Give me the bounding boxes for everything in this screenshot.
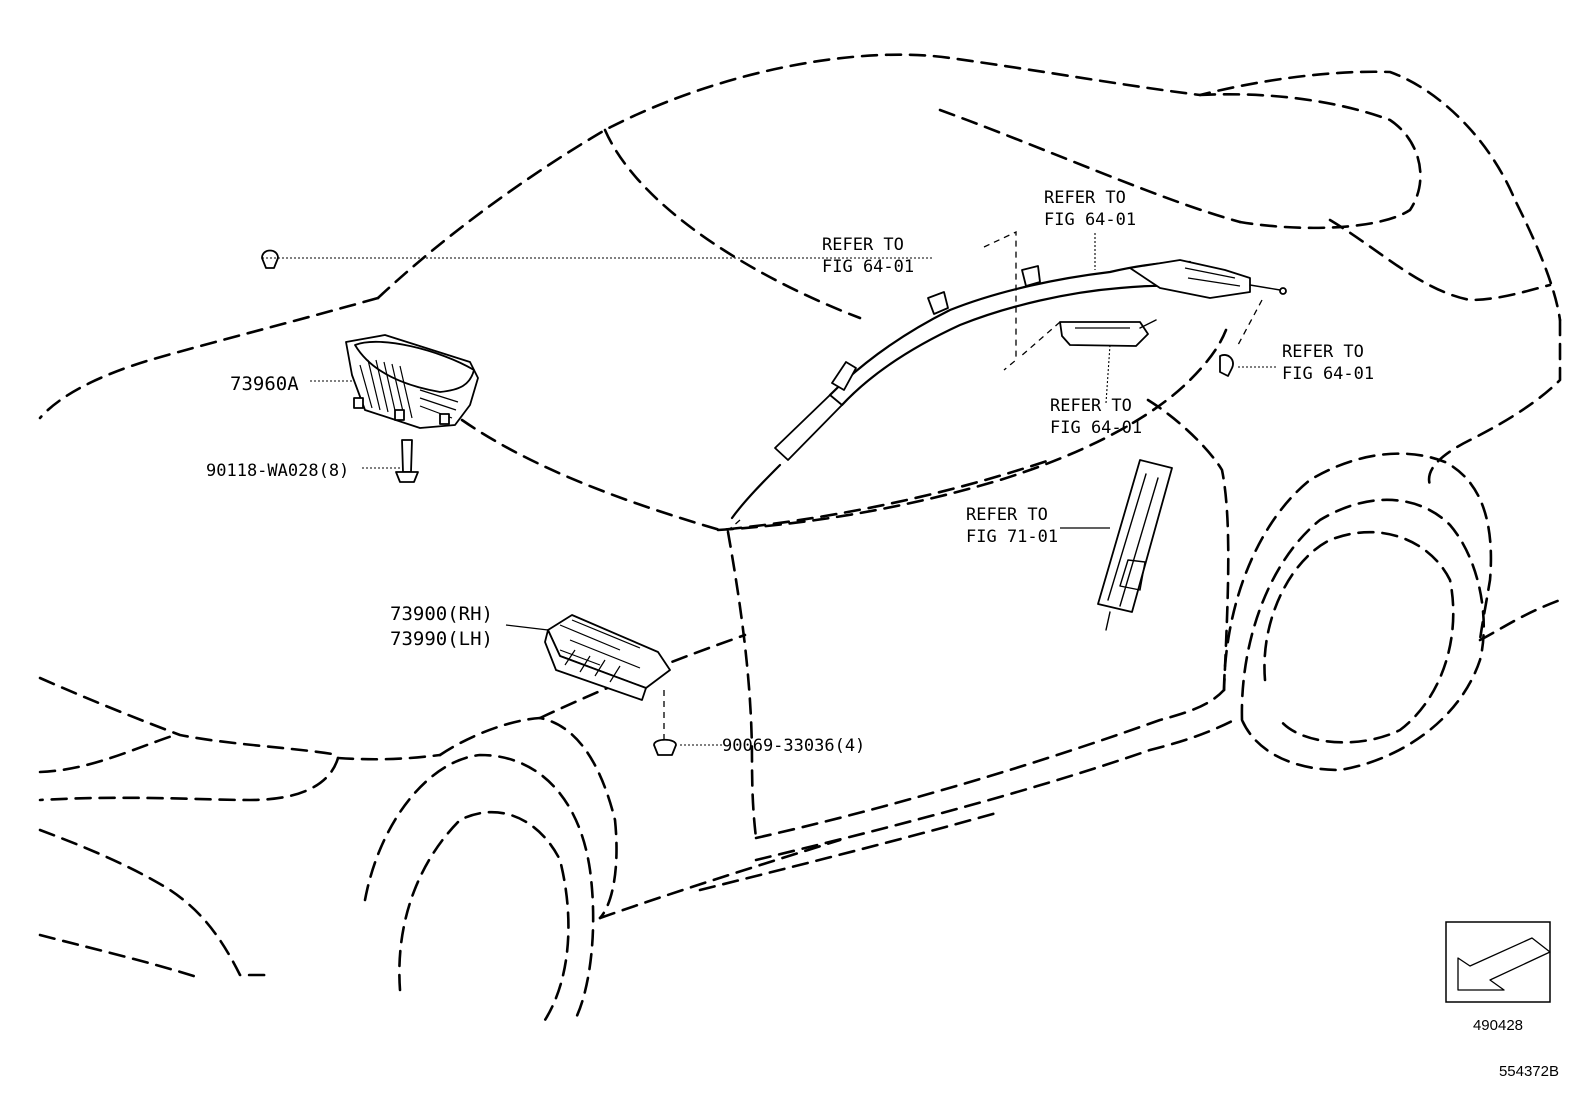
screw-part — [395, 439, 419, 483]
leader-lines — [262, 233, 1278, 746]
ref-right-line2: FIG 64-01 — [1282, 364, 1374, 384]
curtain-airbag — [730, 259, 1287, 520]
ref-seat-line2: FIG 71-01 — [966, 527, 1058, 547]
callout-knee-airbag-lh: 73990(LH) — [390, 628, 493, 650]
ref-mid-line2: FIG 64-01 — [1050, 418, 1142, 438]
figure-code: 554372B — [1499, 1063, 1559, 1080]
ref-clip-left-line1: REFER TO — [822, 235, 904, 255]
clip-left — [261, 249, 279, 269]
passenger-airbag-assembly — [345, 334, 479, 429]
callout-knee-airbag-rh: 73900(RH) — [390, 603, 493, 625]
ref-top-line2: FIG 64-01 — [1044, 210, 1136, 230]
callout-73960a: 73960A — [230, 373, 299, 395]
ref-clip-left-line2: FIG 64-01 — [822, 257, 914, 277]
clip-right — [1219, 354, 1234, 377]
car-body-outline — [38, 53, 1562, 1022]
inset-code: 490428 — [1473, 1017, 1523, 1034]
callout-labels: 73960A 90118-WA028(8) 73900(RH) 73990(LH… — [206, 188, 1374, 756]
view-direction-inset: 490428 — [1445, 921, 1551, 1034]
seat-side-airbag — [1097, 459, 1173, 631]
callout-screw: 90118-WA028(8) — [206, 461, 349, 481]
callout-clip: 90069-33036(4) — [722, 736, 865, 756]
push-clip-part — [653, 690, 677, 756]
guide-lines — [723, 230, 1263, 535]
direction-arrow-icon — [1457, 937, 1551, 991]
ref-top-line1: REFER TO — [1044, 188, 1126, 208]
ref-seat-line1: REFER TO — [966, 505, 1048, 525]
knee-airbag-assembly — [544, 614, 671, 701]
ref-right-line1: REFER TO — [1282, 342, 1364, 362]
ref-mid-line1: REFER TO — [1050, 396, 1132, 416]
